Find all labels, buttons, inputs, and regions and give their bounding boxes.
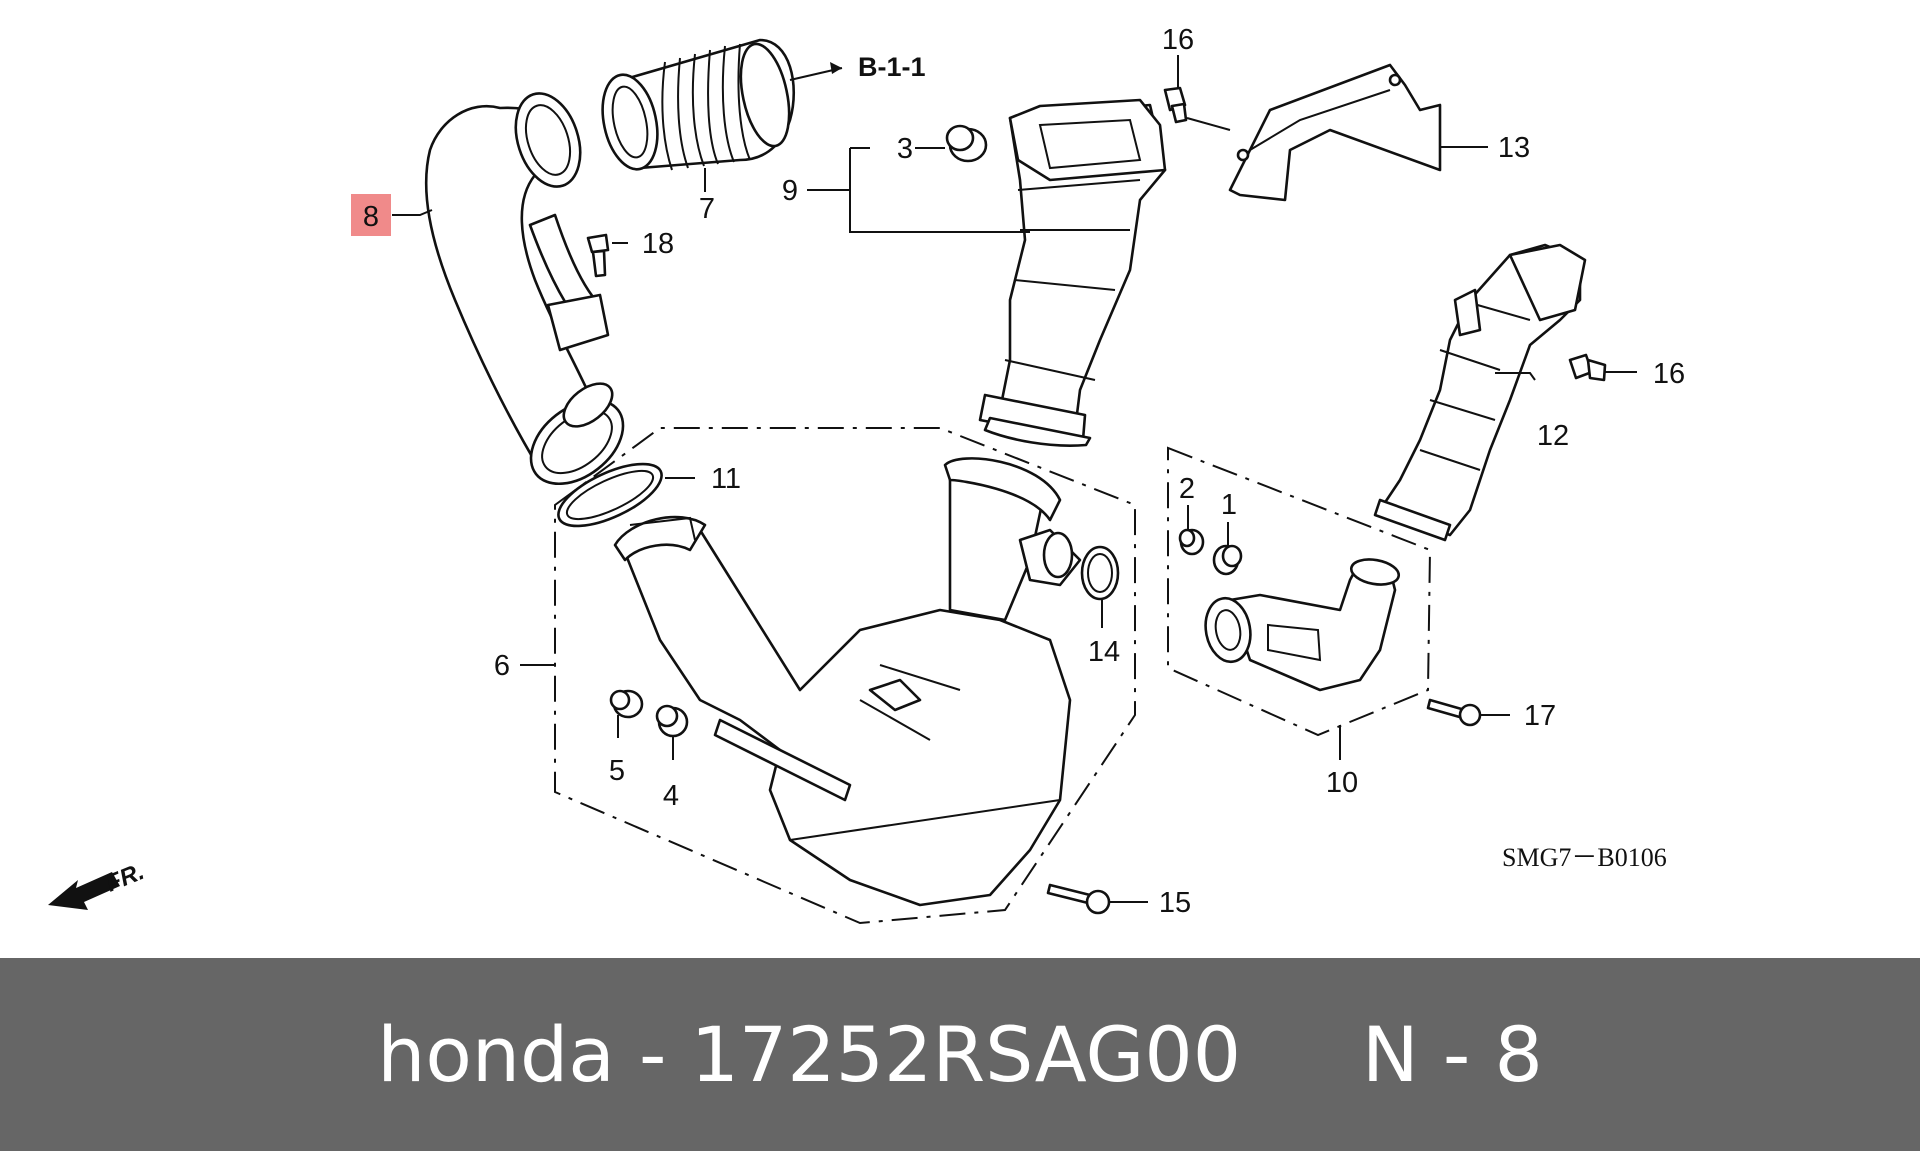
part-label-4[interactable]: 4 (663, 780, 679, 812)
bolt-part-15[interactable] (1046, 883, 1111, 915)
part-label-12[interactable]: 12 (1537, 420, 1569, 452)
lower-duct-part-10[interactable] (1201, 556, 1401, 692)
part-label-7[interactable]: 7 (699, 193, 715, 225)
grommet-part-4[interactable] (655, 704, 689, 738)
grommet-part-5[interactable] (609, 689, 644, 719)
part-label-8[interactable]: 8 (363, 201, 379, 233)
leader-lines (392, 55, 1637, 903)
front-direction-arrow-icon: FR. (48, 858, 148, 910)
part-label-highlight (351, 194, 391, 236)
bellows-hose-part-7[interactable] (595, 38, 798, 175)
part-label-15[interactable]: 15 (1159, 887, 1191, 919)
part-label-3[interactable]: 3 (897, 133, 913, 165)
parts-diagram: 8 7 3 9 16 13 18 16 12 11 2 1 14 6 17 5 … (48, 24, 1686, 925)
group-box-part-10 (1167, 446, 1432, 737)
bolt-part-18[interactable] (586, 233, 610, 278)
caption-bar: honda - 17252RSAG00 N - 8 (0, 958, 1920, 1151)
bolt-part-17[interactable] (1426, 698, 1482, 727)
part-label-6[interactable]: 6 (494, 650, 510, 682)
part-caption: honda - 17252RSAG00 N - 8 (377, 1010, 1543, 1099)
part-label-14[interactable]: 14 (1088, 636, 1120, 668)
grommet-part-3[interactable] (945, 124, 988, 163)
o-ring-part-11[interactable] (550, 451, 670, 538)
part-label-16-right[interactable]: 16 (1653, 358, 1685, 390)
part-label-11[interactable]: 11 (711, 463, 741, 495)
part-label-13[interactable]: 13 (1498, 132, 1530, 164)
group-box-part-6 (554, 427, 1136, 925)
bracket-part-13[interactable] (1228, 63, 1442, 202)
reference-label[interactable]: B-1-1 (858, 52, 926, 82)
clip-part-16-top[interactable] (1163, 86, 1188, 124)
part-label-2[interactable]: 2 (1179, 473, 1195, 505)
exploded-view: 8 7 3 9 16 13 18 16 12 11 2 1 14 6 17 5 … (48, 24, 1685, 925)
air-intake-tube-part-8[interactable] (424, 85, 639, 501)
clip-part-1[interactable] (1212, 544, 1243, 576)
clip-part-16-right[interactable] (1568, 353, 1607, 382)
part-label-18[interactable]: 18 (642, 228, 674, 260)
front-marker-label: FR. (102, 858, 148, 898)
part-label-1[interactable]: 1 (1221, 489, 1237, 521)
o-ring-part-14[interactable] (1080, 545, 1120, 601)
air-cleaner-part-6[interactable] (613, 457, 1082, 907)
part-label-5[interactable]: 5 (609, 755, 625, 787)
part-label-17[interactable]: 17 (1524, 700, 1556, 732)
part-label-16-top[interactable]: 16 (1162, 24, 1194, 56)
diagram-code: SMG7－B0106 (1502, 843, 1667, 872)
clip-part-2[interactable] (1178, 528, 1205, 556)
arrow-icon (830, 62, 842, 74)
intake-duct-part-9[interactable] (978, 98, 1167, 447)
resonator-duct-part-12[interactable] (1373, 243, 1587, 542)
part-label-10[interactable]: 10 (1326, 767, 1358, 799)
part-label-9[interactable]: 9 (782, 175, 798, 207)
